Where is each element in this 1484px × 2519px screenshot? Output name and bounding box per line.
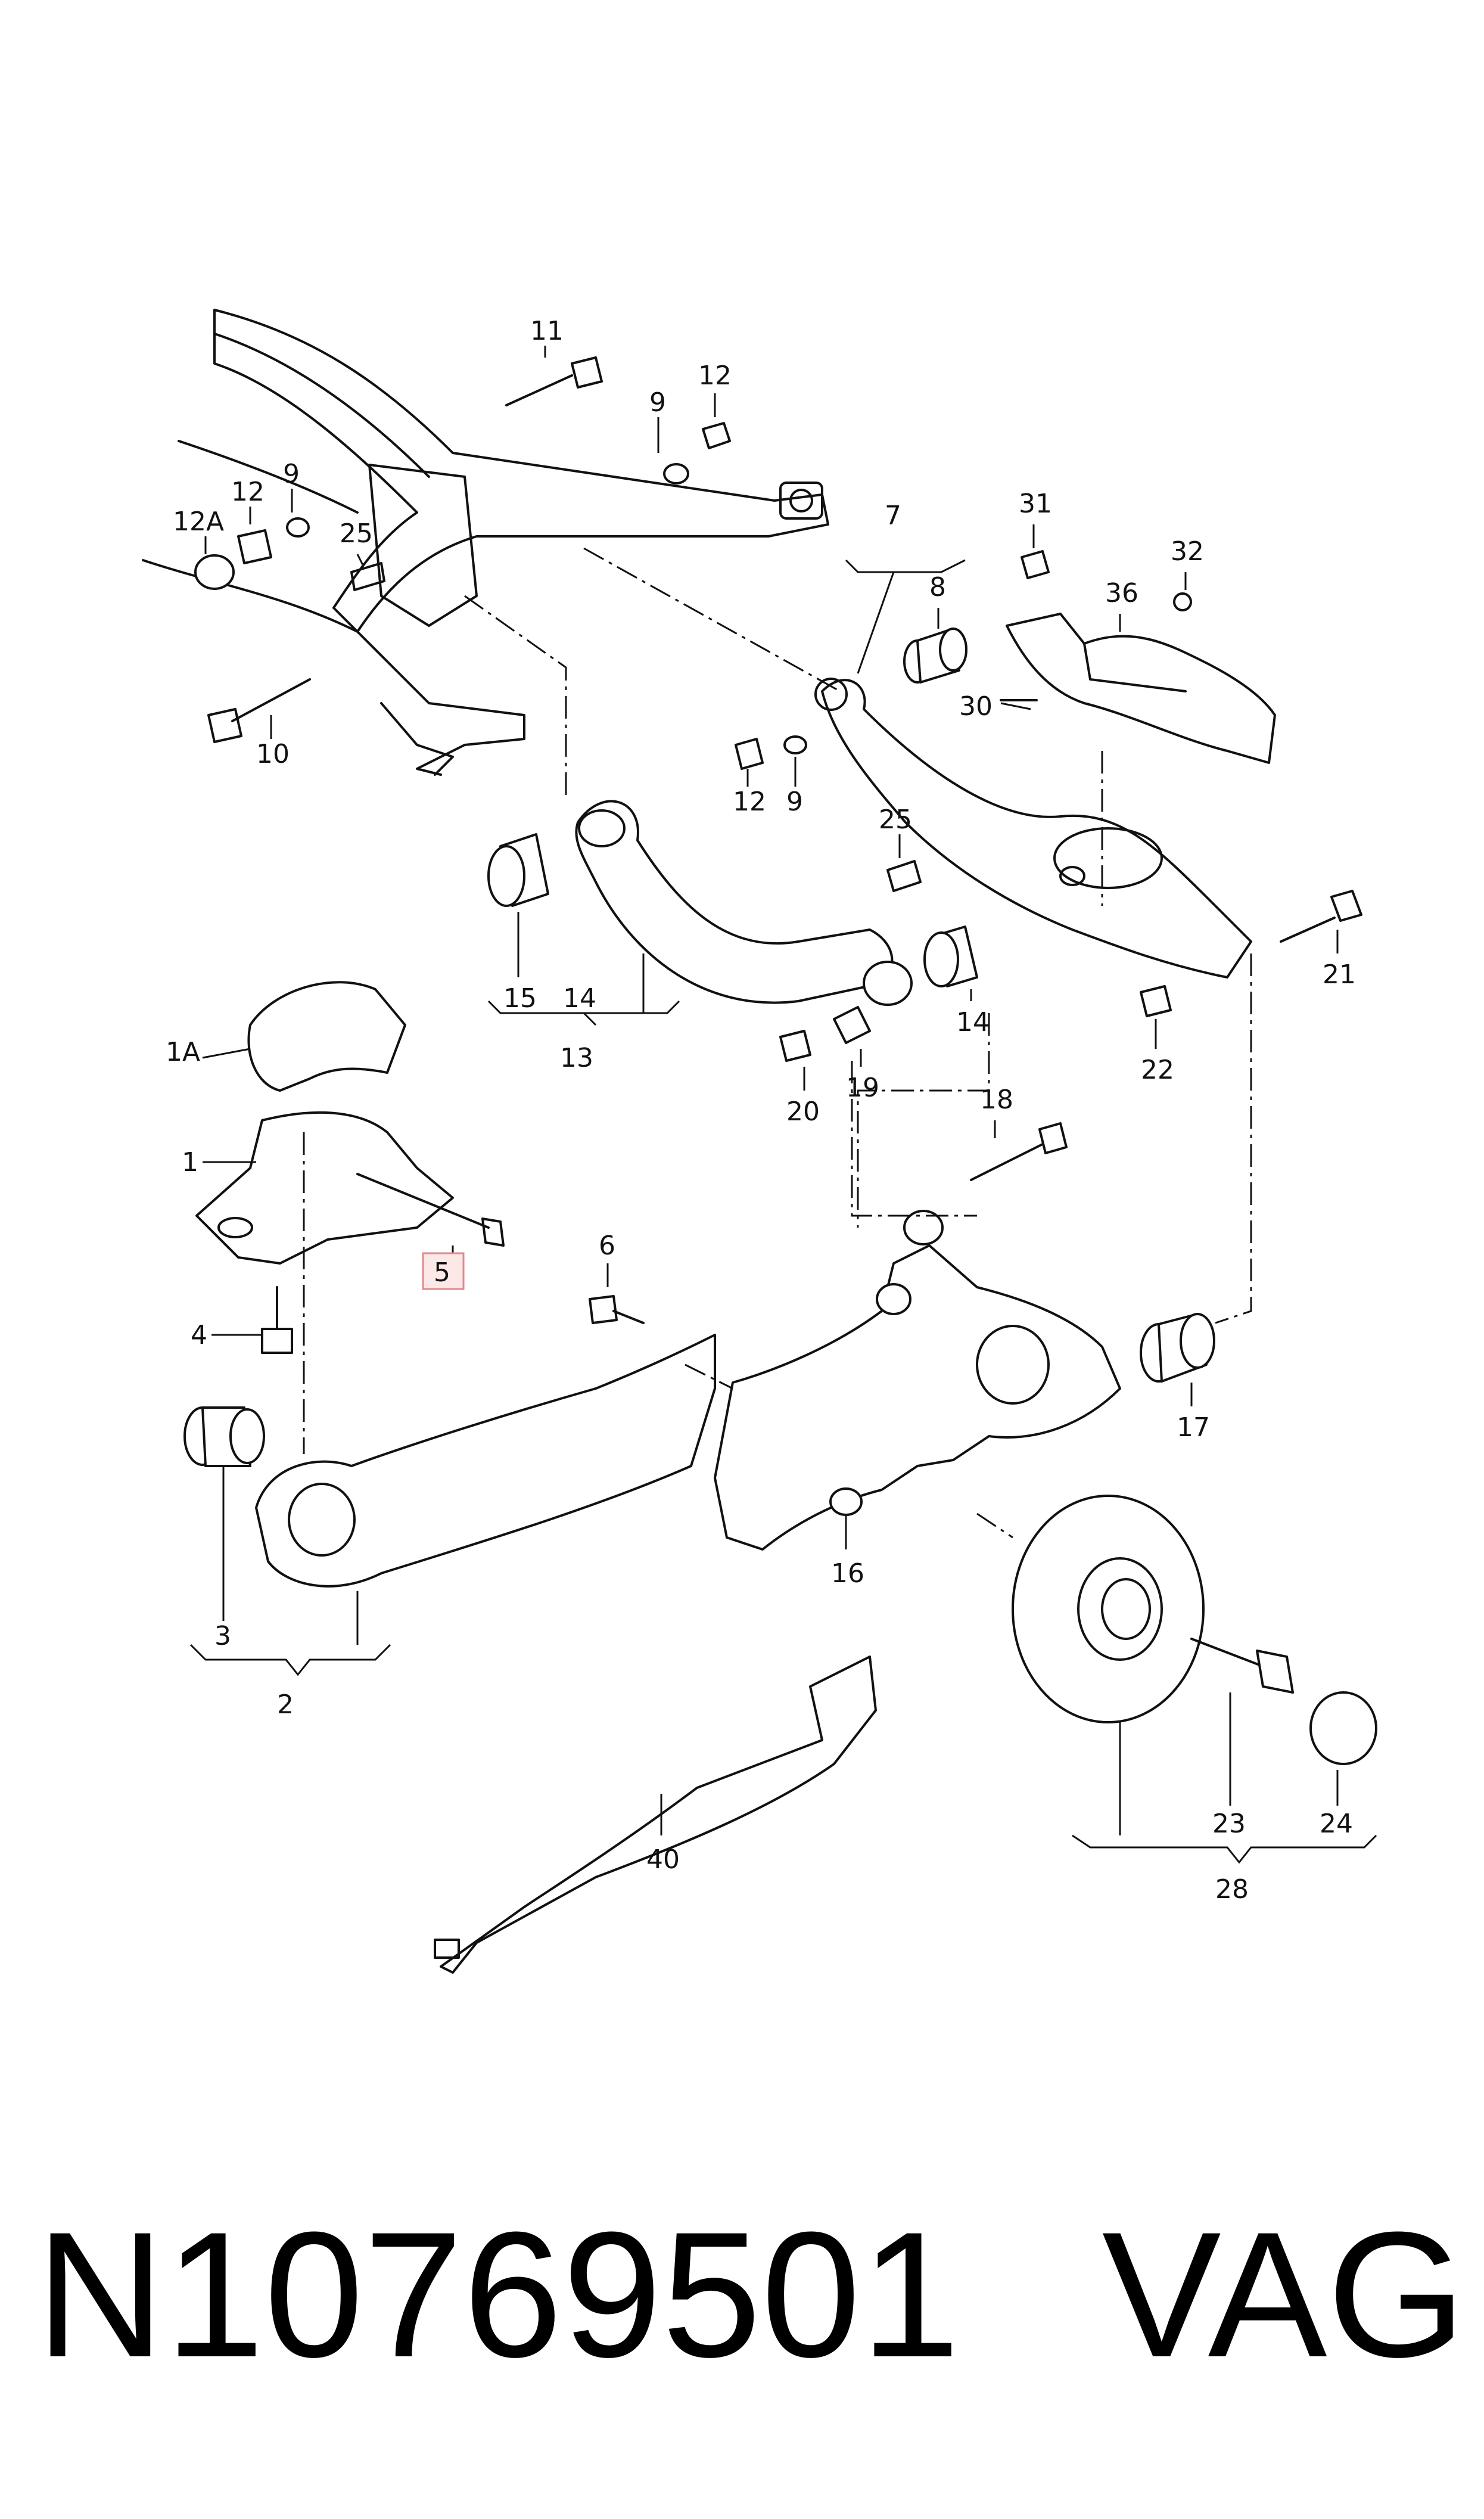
bolt-11: [505, 356, 603, 406]
callout-1A: 1A: [166, 1037, 200, 1067]
callout-21: 21: [1323, 959, 1356, 990]
nut-12-right: [735, 738, 764, 770]
callout-17: 17: [1177, 1412, 1210, 1443]
brand-name: VAG: [1102, 2194, 1466, 2394]
callout-24: 24: [1320, 1809, 1353, 1839]
washer-9-right: [783, 735, 807, 754]
nut-12-top: [702, 422, 731, 449]
washer-19: [833, 1006, 871, 1044]
bracket-40: [434, 1655, 877, 1974]
callout-13: 13: [560, 1043, 593, 1073]
callout-12A: 12A: [173, 507, 224, 537]
upper-link-13: [575, 800, 913, 1006]
wheel-carrier-16: [714, 1210, 1121, 1551]
callout-12-top: 12: [698, 361, 732, 391]
callout-30: 30: [959, 691, 993, 722]
callout-4: 4: [191, 1320, 207, 1350]
bushing-17: [1140, 1313, 1215, 1383]
callout-25-right: 25: [879, 805, 912, 835]
callout-14-right: 14: [956, 1007, 990, 1038]
callout-16: 16: [831, 1558, 864, 1589]
callout-15: 15: [503, 983, 537, 1014]
callout-2: 2: [277, 1689, 294, 1720]
callout-6: 6: [599, 1231, 615, 1261]
bolt-21: [1280, 890, 1362, 943]
spring-pad-1A: [247, 981, 406, 1092]
callout-7: 7: [885, 501, 901, 531]
callout-labels: 11 9 12 9 12 12A 25 10 12 9 7 8 31 36 32…: [166, 316, 1356, 1905]
part-number: N10769501: [36, 2194, 960, 2394]
bolt-4: [261, 1286, 293, 1354]
callout-22: 22: [1141, 1055, 1174, 1085]
callout-12-right: 12: [733, 787, 766, 817]
wheel-hub-28: [1012, 1495, 1205, 1723]
stud-25-left: [350, 562, 385, 591]
bushing-12A: [194, 554, 235, 590]
clip-32: [1173, 592, 1192, 611]
washer-9-top: [663, 463, 689, 484]
callout-31: 31: [1019, 489, 1052, 519]
bolt-18: [970, 1122, 1068, 1181]
callout-10: 10: [256, 739, 290, 769]
callout-9-left: 9: [283, 459, 300, 489]
assembly-lines: [303, 547, 1252, 1539]
callout-3: 3: [214, 1621, 231, 1651]
leader-lines: [189, 346, 1377, 1864]
bolt-6: [589, 1295, 645, 1324]
nut-22: [1140, 985, 1172, 1017]
stud-25-right: [886, 860, 922, 892]
callout-12-left: 12: [231, 477, 265, 507]
bracket-36: [1006, 613, 1276, 764]
hub-bolt-23: [1190, 1638, 1294, 1694]
callout-1: 1: [182, 1147, 198, 1178]
hub-cap-24: [1309, 1691, 1377, 1765]
callout-36: 36: [1105, 578, 1138, 608]
bushing-3: [183, 1406, 265, 1467]
callout-9-top: 9: [649, 387, 666, 418]
callout-40: 40: [646, 1844, 680, 1875]
callout-18: 18: [980, 1085, 1013, 1115]
mount-1: [195, 1111, 454, 1265]
callout-20: 20: [786, 1097, 820, 1127]
callout-14-left: 14: [563, 983, 596, 1014]
trailing-arm-2: [255, 1334, 716, 1588]
bushing-15: [487, 833, 549, 907]
callout-19: 19: [846, 1073, 879, 1103]
callout-23: 23: [1212, 1809, 1246, 1839]
bushing-8: [903, 628, 967, 684]
callout-28: 28: [1215, 1874, 1249, 1905]
callout-32: 32: [1171, 536, 1204, 567]
lower-arm-7: [814, 678, 1252, 979]
bolt-5: [356, 1173, 505, 1247]
rear-subframe: [142, 309, 829, 776]
callout-5: 5: [434, 1257, 450, 1288]
callout-9-right: 9: [786, 787, 803, 817]
nut-31: [1021, 550, 1050, 579]
bolt-10: [207, 678, 311, 743]
nut-20: [779, 1030, 811, 1062]
callout-11: 11: [530, 316, 564, 346]
washer-9-left: [286, 517, 310, 538]
bushing-14: [923, 925, 978, 987]
nut-12-left: [237, 529, 272, 564]
callout-8: 8: [929, 572, 946, 602]
callout-25-left: 25: [340, 518, 373, 549]
callout-5-highlight: [422, 1252, 465, 1290]
